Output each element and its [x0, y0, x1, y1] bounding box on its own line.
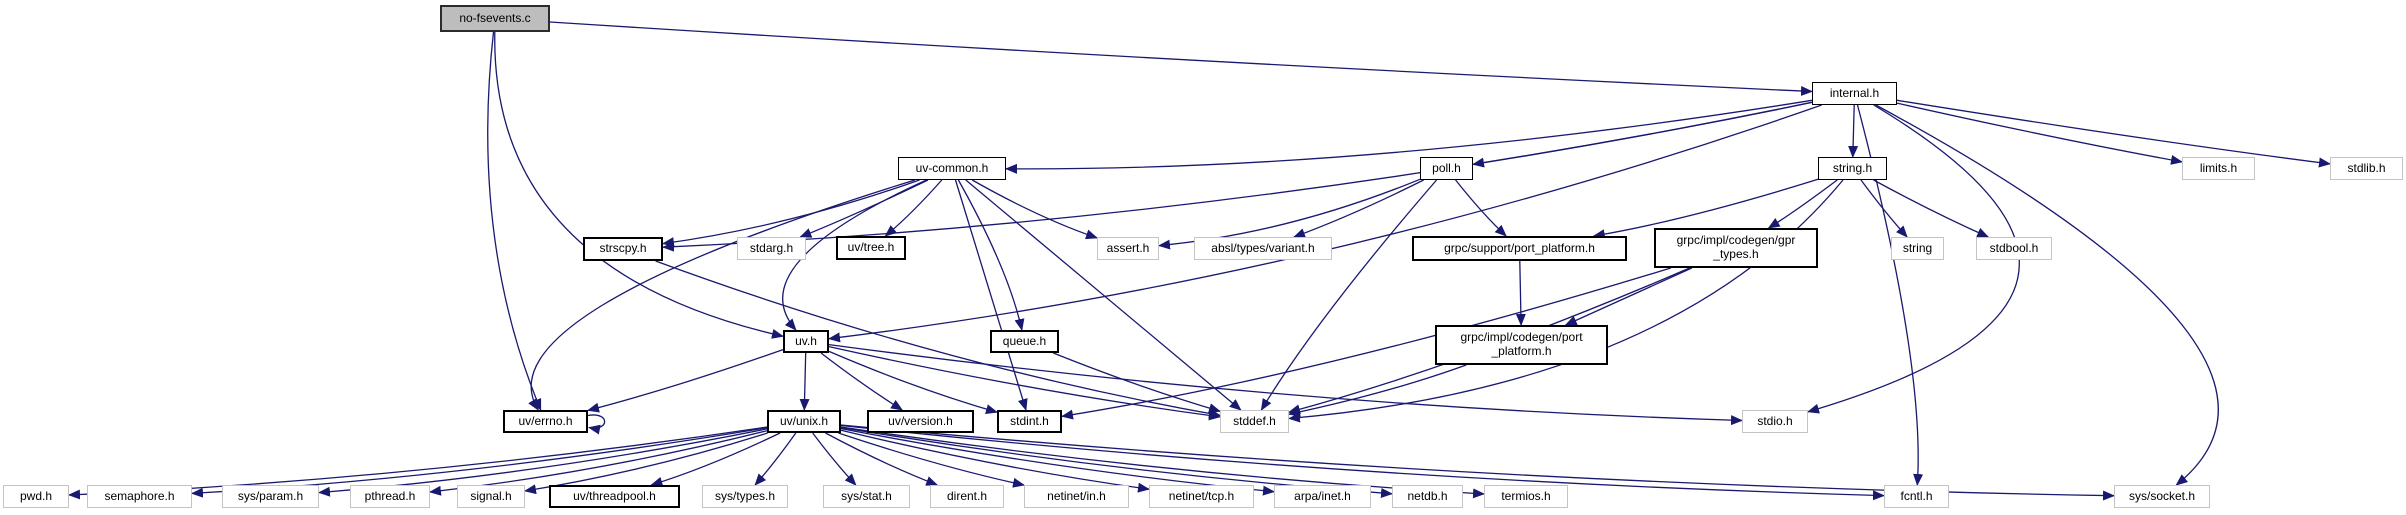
graph-node-netinet-in: netinet/in.h [1024, 485, 1129, 508]
graph-node-netinet-tcp: netinet/tcp.h [1149, 485, 1254, 508]
edge-internal_h-uv_h [828, 104, 1822, 343]
edge-strscpy-stddef [655, 260, 1221, 419]
edge-gspp-codegen_pp [1515, 260, 1526, 326]
edge-uv_unix-semaphore [191, 427, 768, 498]
edge-uv_errno-uv_errno [587, 414, 606, 435]
graph-node-internal-h[interactable]: internal.h [1812, 82, 1897, 105]
edge-uv_unix-netinet_in [838, 432, 1025, 488]
edge-uv_unix-fcntl [840, 424, 1885, 501]
graph-node-string-h[interactable]: string.h [1818, 157, 1887, 180]
edge-uv_h-uv_version [820, 352, 904, 411]
edge-uv_unix-sys_types [754, 432, 797, 486]
edge-uv_unix-termios [840, 426, 1485, 499]
graph-node-sys-types: sys/types.h [702, 485, 788, 508]
edge-uv_common-assert_h [971, 179, 1098, 240]
edge-no_fsevents-uv_h [494, 31, 784, 339]
graph-node-uv-h[interactable]: uv.h [783, 330, 829, 353]
edge-uv_h-stdio [828, 343, 1743, 426]
graph-node-strscpy[interactable]: strscpy.h [583, 237, 663, 261]
edge-uv_h-uv_errno [587, 348, 784, 413]
edge-uv_common-stdint [954, 179, 1028, 411]
graph-node-termios: termios.h [1484, 485, 1568, 508]
edge-uv_unix-dirent [825, 432, 939, 486]
edge-poll_h-assert_h [1158, 178, 1421, 250]
edge-uv_unix-signal [524, 432, 768, 495]
edge-internal_h-uv_common [1005, 99, 1813, 174]
edge-string_h-string_node [1860, 179, 1908, 238]
edge-uv_common-stdarg [799, 179, 929, 238]
graph-node-netdb: netdb.h [1392, 485, 1463, 508]
edge-internal_h-string_h [1848, 104, 1859, 158]
edge-uv_common-uv_errno [528, 179, 916, 411]
graph-node-sys-param: sys/param.h [222, 485, 319, 508]
graph-node-gpr-types[interactable]: grpc/impl/codegen/gpr _types.h [1654, 228, 1818, 268]
edge-internal_h-stdlib_h [1896, 99, 2331, 168]
edge-gpr_types-stdint [1061, 267, 1671, 420]
edge-uv_common-stddef [965, 179, 1242, 411]
graph-node-assert-h: assert.h [1097, 237, 1159, 260]
edge-uv_h-uv_unix [799, 352, 810, 411]
graph-node-uv-errno[interactable]: uv/errno.h [503, 410, 588, 433]
graph-node-stdbool: stdbool.h [1976, 237, 2052, 260]
graph-node-uv-unix[interactable]: uv/unix.h [767, 410, 841, 433]
graph-node-string-node: string [1891, 237, 1944, 260]
edge-internal_h-limits_h [1896, 102, 2183, 165]
graph-node-uv-threadpool[interactable]: uv/threadpool.h [549, 485, 680, 508]
edge-uv_common-queue [957, 179, 1025, 331]
graph-node-uv-common[interactable]: uv-common.h [898, 157, 1006, 180]
edge-uv_h-stddef [828, 345, 1221, 421]
graph-node-sys-stat: sys/stat.h [823, 485, 910, 508]
edge-internal_h-sys_socket [1875, 104, 2219, 486]
edge-poll_h-gspp [1455, 179, 1507, 237]
edge-internal_h-poll_h [1472, 101, 1813, 168]
graph-node-uv-version[interactable]: uv/version.h [867, 410, 974, 433]
edge-no_fsevents-internal_h [549, 21, 1813, 96]
edge-poll_h-absl_variant [1293, 179, 1424, 238]
edge-string_h-gspp [1592, 178, 1819, 240]
graph-node-codegen-pp[interactable]: grpc/impl/codegen/port _platform.h [1435, 325, 1608, 365]
graph-node-gspp[interactable]: grpc/support/port_platform.h [1412, 236, 1627, 261]
edge-gpr_types-codegen_pp [1564, 267, 1693, 326]
edge-uv_common-strscpy [662, 179, 920, 248]
edge-string_h-gpr_types [1767, 179, 1838, 229]
graph-node-queue[interactable]: queue.h [990, 330, 1059, 353]
graph-node-stdarg: stdarg.h [737, 237, 806, 260]
graph-node-no-fsevents: no-fsevents.c [440, 5, 550, 32]
graph-node-signal: signal.h [457, 485, 525, 508]
edge-uv_unix-sys_stat [812, 432, 857, 486]
edge-poll_h-stddef [1260, 179, 1438, 411]
edge-no_fsevents-uv_errno [487, 31, 542, 411]
graph-node-limits-h: limits.h [2182, 157, 2255, 180]
graph-node-uv-tree[interactable]: uv/tree.h [836, 236, 906, 260]
graph-node-arpa-inet: arpa/inet.h [1274, 485, 1371, 508]
graph-node-pthread: pthread.h [350, 485, 430, 508]
graph-node-absl-variant: absl/types/variant.h [1194, 237, 1332, 260]
edge-uv_unix-uv_threadpool [650, 432, 781, 487]
graph-node-pwd: pwd.h [3, 485, 69, 508]
graph-node-stddef: stddef.h [1220, 410, 1289, 433]
graph-node-sys-socket: sys/socket.h [2114, 485, 2210, 508]
edge-internal_h-stdio [1807, 104, 2020, 414]
graph-node-stdint[interactable]: stdint.h [997, 410, 1062, 433]
edge-uv_unix-netinet_tcp [840, 429, 1150, 493]
graph-node-stdlib-h: stdlib.h [2330, 157, 2403, 180]
graph-node-poll-h[interactable]: poll.h [1420, 157, 1473, 180]
graph-node-stdio: stdio.h [1742, 410, 1808, 433]
edge-queue-stddef [1053, 352, 1221, 413]
graph-node-semaphore: semaphore.h [87, 485, 192, 508]
edge-uv_h-stdint [828, 350, 998, 414]
edge-uv_common-uv_tree [884, 179, 943, 237]
graph-node-fcntl: fcntl.h [1884, 485, 1949, 508]
edge-internal_h-strscpy [662, 101, 1813, 252]
graph-node-dirent: dirent.h [930, 485, 1004, 508]
edge-codegen_pp-stddef [1288, 364, 1467, 417]
edge-string_h-stdbool [1873, 179, 1990, 238]
